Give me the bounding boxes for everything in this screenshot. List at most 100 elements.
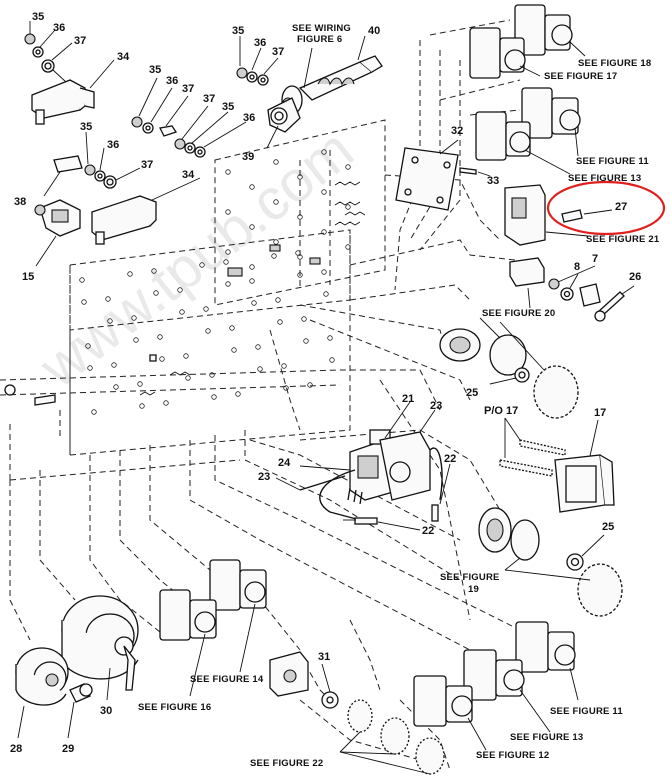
panel-hole [321, 149, 327, 155]
switch-assembly-fig12 [413, 675, 487, 751]
switch-assembly-fig13-top [475, 111, 571, 175]
callout-33: 33 [487, 175, 499, 187]
panel-hole [229, 325, 235, 331]
terminal-block-fig20 [509, 257, 635, 322]
callout-7: 7 [592, 253, 598, 265]
callout-32: 32 [451, 125, 463, 137]
callout-28: 28 [10, 743, 22, 755]
callout-22: 22 [422, 525, 434, 537]
switch-assembly-fig16 [159, 589, 217, 697]
callout-39: 39 [242, 151, 254, 163]
callout-8: 8 [574, 261, 580, 273]
callout-27: 27 [615, 201, 627, 213]
panel-hole [153, 290, 159, 296]
panel-hole [323, 291, 329, 297]
panel-hole [151, 268, 157, 274]
see-figure-11-label-bottom: SEE FIGURE 11 [550, 706, 623, 717]
panel-hole [303, 338, 309, 344]
see-figure-20-label: SEE FIGURE 20 [482, 308, 555, 319]
callout-25: 25 [602, 521, 614, 533]
see-figure-18-label: SEE FIGURE 18 [578, 58, 651, 69]
panel-hole [223, 259, 229, 265]
panel-hole-pattern [79, 149, 351, 415]
rotary-switch-lower [478, 507, 623, 617]
panel-hole [321, 229, 327, 235]
panel-hole [209, 372, 215, 378]
callout-37: 37 [74, 35, 86, 47]
panel-hole [249, 278, 255, 284]
panel-hole [107, 318, 113, 324]
panel-hole [249, 184, 255, 190]
panel-hole [85, 343, 91, 349]
panel-hole [133, 337, 139, 343]
panel-hole [257, 366, 263, 372]
panel-hole [273, 199, 279, 205]
panel-hole [131, 315, 137, 321]
panel-hole [159, 356, 165, 362]
panel-hole [297, 272, 303, 278]
callout-36: 36 [107, 139, 119, 151]
panel-hole [87, 365, 93, 371]
callout-labels: 35 36 37 34 35 36 37 40 35 36 37 37 35 3… [10, 11, 641, 755]
panel-hole [273, 239, 279, 245]
panel-hole [321, 269, 327, 275]
bracket-assembly-top-left [24, 21, 115, 125]
panel-hole [283, 385, 289, 391]
bracket-assembly-left [34, 177, 201, 267]
callout-36: 36 [243, 112, 255, 124]
panel-hole [249, 224, 255, 230]
see-wiring-label: SEE WIRING [292, 23, 351, 34]
see-figure-12-label: SEE FIGURE 12 [476, 750, 549, 761]
panel-hole [321, 189, 327, 195]
panel-hole [251, 300, 257, 306]
callout-37: 37 [182, 83, 194, 95]
switch-assembly-fig18 [514, 4, 586, 57]
panel-hole [281, 363, 287, 369]
panel-hole [301, 316, 307, 322]
panel-hole [275, 297, 281, 303]
panel-hole [297, 174, 303, 180]
panel-hole [271, 253, 277, 259]
panel-hole [225, 209, 231, 215]
see-figure-21-label: SEE FIGURE 21 [586, 234, 660, 245]
panel-hole [329, 357, 335, 363]
panel-hole [345, 204, 351, 210]
connector-assembly-40 [266, 35, 383, 149]
panel-hole [157, 334, 163, 340]
key-switch-28 [15, 647, 69, 739]
callout-p-o-17: P/O 17 [484, 405, 518, 417]
panel-hole [177, 287, 183, 293]
panel-hole [113, 384, 119, 390]
hardware-stack-center [131, 77, 247, 158]
panel-hole [297, 214, 303, 220]
see-figure-16-label: SEE FIGURE 16 [138, 702, 211, 713]
callout-35: 35 [232, 25, 244, 37]
pin-assembly-38 [43, 131, 141, 197]
callout-36: 36 [254, 37, 266, 49]
panel-hole [249, 264, 255, 270]
lock-assembly-30 [61, 595, 139, 701]
see-figure-13-label-bottom: SEE FIGURE 13 [510, 732, 583, 743]
callout-38: 38 [14, 196, 26, 208]
panel-hole [231, 347, 237, 353]
panel-hole [307, 382, 313, 388]
see-figure-17-label: SEE FIGURE 17 [544, 71, 617, 82]
left-side-lugs [4, 354, 157, 406]
highlight-circle-27 [546, 180, 666, 236]
callout-36: 36 [53, 22, 65, 34]
callout-35: 35 [149, 64, 161, 76]
callout-35: 35 [222, 101, 234, 113]
panel-hole [327, 335, 333, 341]
callout-21: 21 [402, 393, 414, 405]
panel-hole [225, 281, 231, 287]
relay-assembly-fig21 [504, 184, 613, 246]
figure-reference-labels: SEE WIRING FIGURE 6 SEE FIGURE 18 SEE FI… [138, 23, 660, 769]
callout-35: 35 [80, 121, 92, 133]
panel-small-components [139, 181, 366, 396]
panel-hole [225, 169, 231, 175]
panel-hole [105, 296, 111, 302]
panel-hole [179, 309, 185, 315]
callout-35: 35 [32, 11, 44, 23]
panel-hole [81, 299, 87, 305]
